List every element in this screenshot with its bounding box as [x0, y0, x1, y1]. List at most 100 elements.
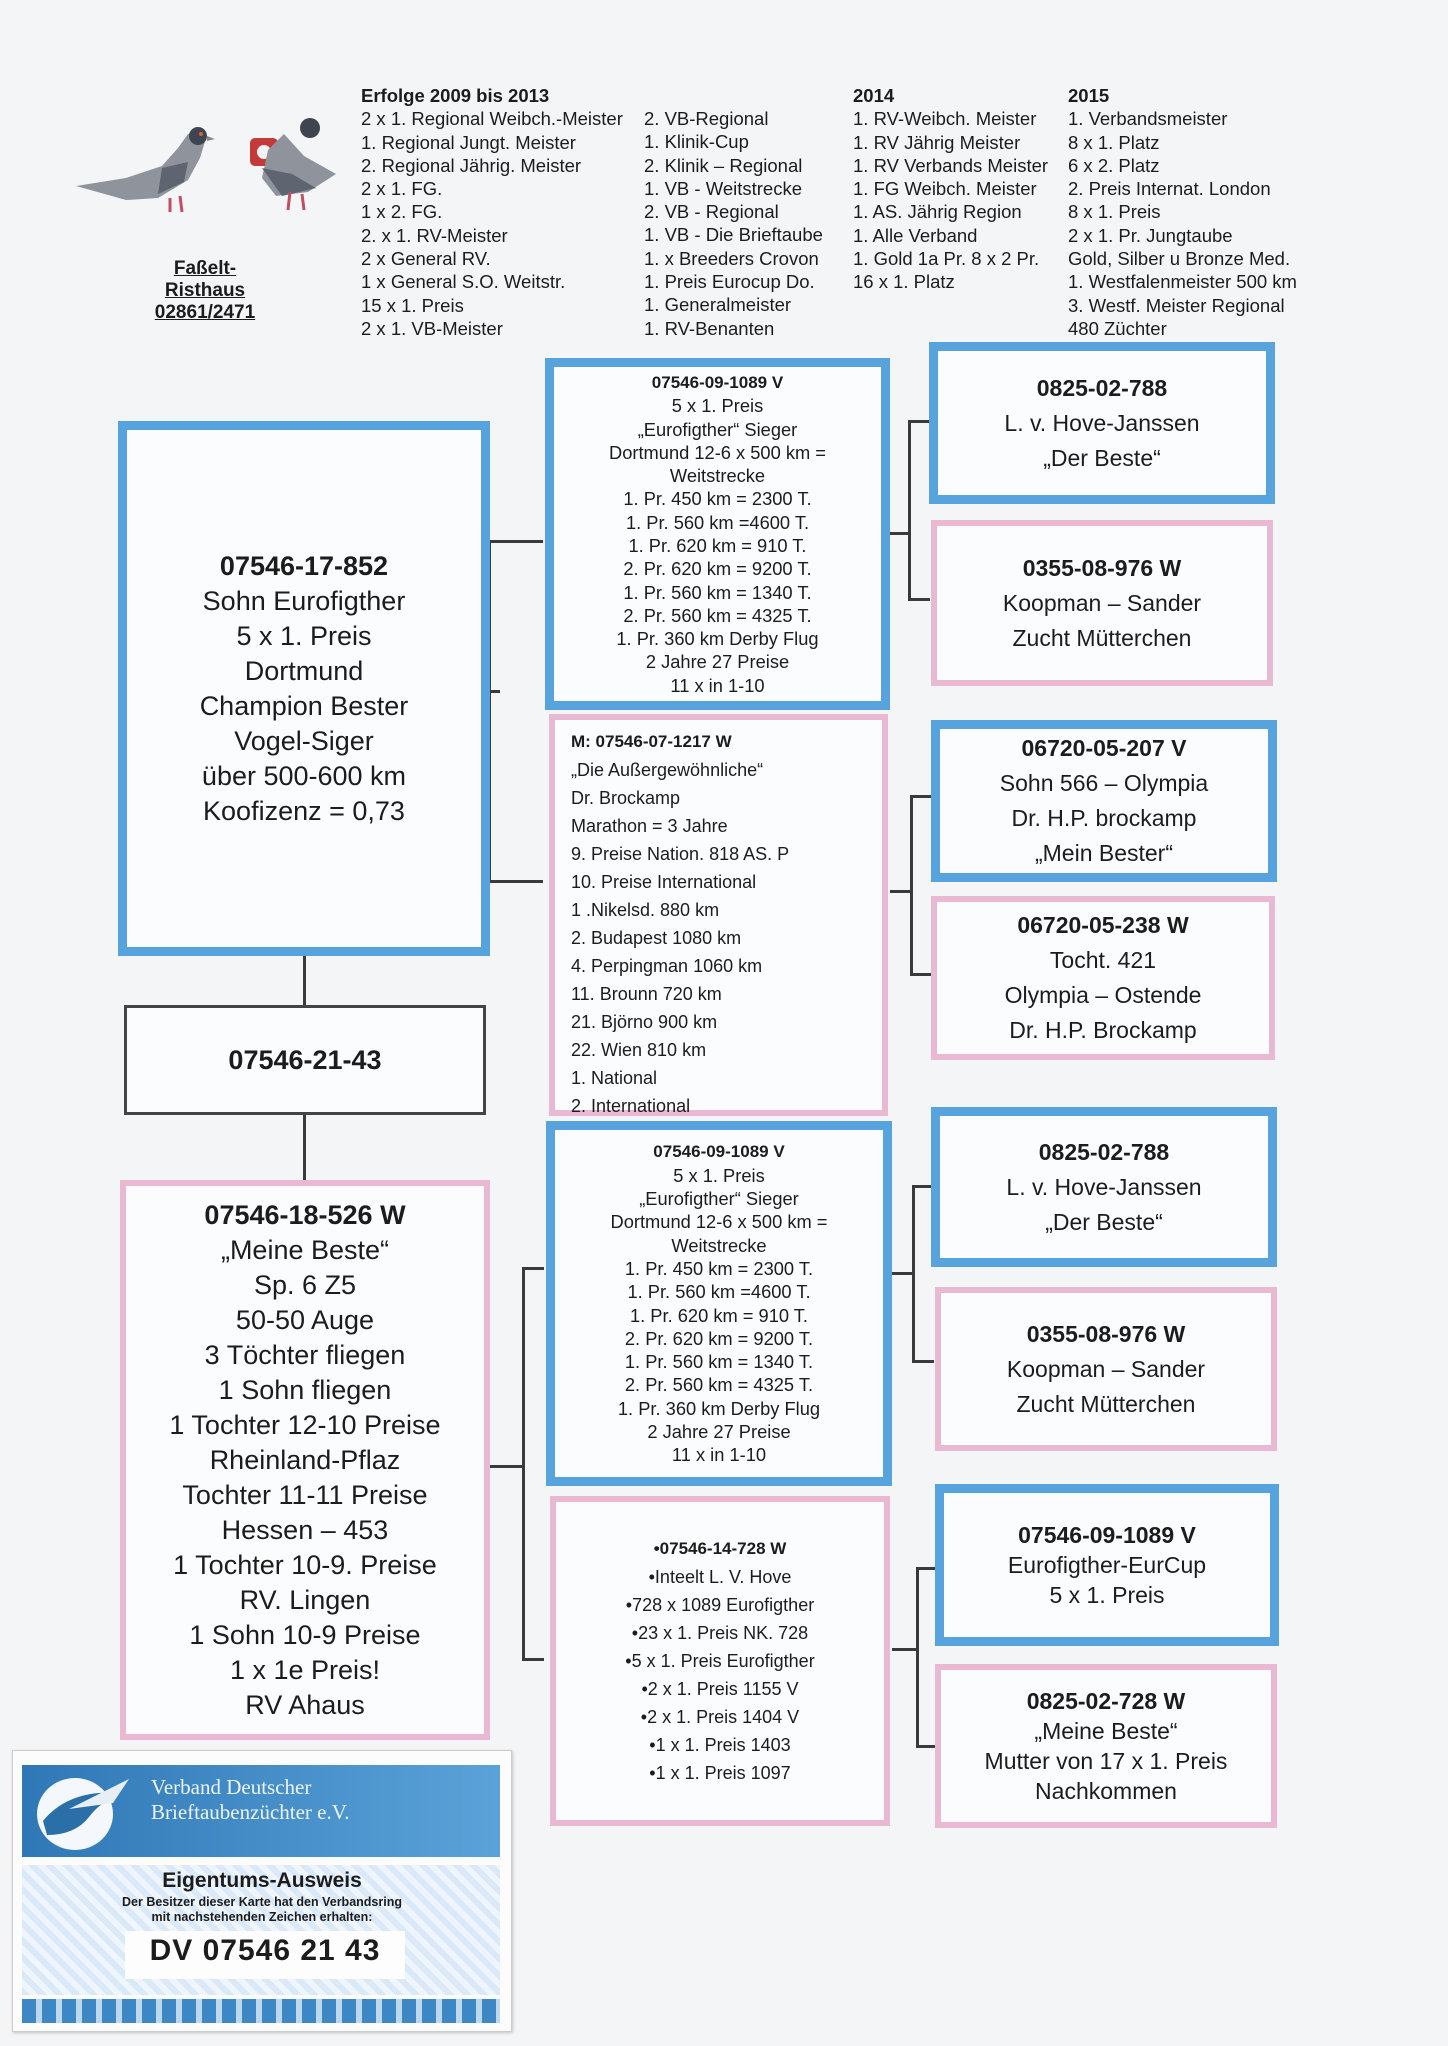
text-line: •5 x 1. Preis Eurofigther [625, 1651, 815, 1671]
text-line: 5 x 1. Preis [1049, 1582, 1165, 1608]
text-line: 1. RV-Benanten [644, 317, 775, 339]
text-line: 1 x 2. FG. [361, 201, 443, 223]
text-line: Zucht Mütterchen [1012, 624, 1192, 651]
great-grandparent-details-7: Eurofigther-EurCup 5 x 1. Preis [1008, 1550, 1206, 1610]
card-ring-field [125, 1931, 405, 1979]
pigeons-illustration [76, 118, 336, 213]
text-line: 1. Verbandsmeister [1068, 108, 1228, 130]
text-line: 2 x 1. VB-Meister [361, 317, 503, 339]
paternal-grandfather-ring: 07546-09-1089 V [651, 372, 784, 392]
text-line: Weitstrecke [669, 465, 766, 487]
great-grandparent-ring-6: 0355-08-976 W [1026, 1320, 1186, 1347]
text-line: 21. Björno 900 km [571, 1012, 718, 1032]
text-line: „Meine Beste“ [1034, 1718, 1178, 1744]
maternal-grandmother-details: •Inteelt L. V. Hove•728 x 1089 Eurofigth… [625, 1563, 814, 1787]
successes-2015-title: 2015 [1068, 85, 1110, 106]
subject-ring: 07546-21-43 [228, 1044, 382, 1075]
text-line: 1 Tochter 10-9. Preise [173, 1549, 437, 1580]
great-grandparent-box-1: 0825-02-788 L. v. Hove-Janssen„Der Beste… [929, 342, 1275, 504]
connector [908, 598, 930, 601]
text-line: 5 x 1. Preis [236, 620, 372, 651]
text-line: 1. Westfalenmeister 500 km [1068, 271, 1297, 293]
great-grandparent-ring-2: 0355-08-976 W [1022, 554, 1182, 581]
text-line: Sohn Eurofigther [202, 585, 406, 616]
text-line: 11 x in 1-10 [670, 674, 765, 696]
text-line: 8 x 1. Preis [1068, 201, 1161, 223]
connector [303, 952, 306, 1007]
text-line: RV Ahaus [245, 1689, 365, 1720]
text-line: 4. Perpingman 1060 km [571, 956, 763, 976]
pigeon-right-icon [262, 118, 336, 211]
connector [912, 1360, 934, 1363]
text-line: •Inteelt L. V. Hove [648, 1567, 792, 1587]
connector [522, 1267, 544, 1270]
text-line: 1. Pr. 560 km = 1340 T. [623, 581, 812, 603]
text-line: 480 Züchter [1068, 317, 1167, 339]
connector [916, 1567, 919, 1747]
card-text-line1: Der Besitzer dieser Karte hat den Verban… [122, 1895, 402, 1909]
text-line: Rheinland-Pflaz [209, 1444, 401, 1475]
connector [916, 1745, 938, 1748]
text-line: 6 x 2. Platz [1068, 154, 1160, 176]
text-line: 2. Pr. 560 km = 4325 T. [623, 604, 812, 626]
text-line: 1. National [571, 1068, 658, 1088]
text-line: Tocht. 421 [1049, 947, 1157, 973]
text-line: 22. Wien 810 km [571, 1040, 707, 1060]
connector [522, 1658, 544, 1661]
connector [890, 1272, 914, 1275]
connector [482, 1465, 524, 1468]
text-line: 11. Brounn 720 km [571, 984, 722, 1004]
connector [910, 795, 913, 975]
text-line: Tochter 11-11 Preise [182, 1479, 428, 1510]
text-line: Eurofigther-EurCup [1007, 1552, 1207, 1578]
text-line: 2 x 1. Pr. Jungtaube [1068, 224, 1233, 246]
successes-2014-title: 2014 [853, 85, 895, 106]
text-line: „Meine Beste“ [220, 1234, 390, 1265]
card-text-line2: mit nachstehenden Zeichen erhalten: [151, 1910, 373, 1924]
text-line: 2 Jahre 27 Preise [647, 1420, 791, 1442]
text-line: 1 Tochter 12-10 Preise [169, 1409, 441, 1440]
pigeon-logo-icon [37, 1778, 129, 1850]
text-line: 1. Pr. 360 km Derby Flug [617, 1397, 821, 1419]
text-line: Koopman – Sander [1006, 1355, 1206, 1382]
text-line: 1. Generalmeister [644, 294, 792, 316]
text-line: 2. Pr. 620 km = 9200 T. [623, 558, 812, 580]
text-line: „Mein Bester“ [1034, 840, 1174, 866]
great-grandparent-details-1: L. v. Hove-Janssen„Der Beste“ [1004, 406, 1199, 476]
text-line: 1. Pr. 450 km = 2300 T. [624, 1257, 814, 1279]
paternal-grandmother-box: M: 07546-07-1217 W „Die Außergewöhnliche… [549, 714, 888, 1116]
text-line: Dr. H.P. Brockamp [1009, 1017, 1197, 1043]
great-grandparent-details-5: L. v. Hove-Janssen„Der Beste“ [1006, 1170, 1201, 1240]
text-line: •1 x 1. Preis 1097 [649, 1763, 791, 1783]
connector [910, 973, 932, 976]
text-line: „Die Außergewöhnliche“ [571, 760, 764, 780]
text-line: L. v. Hove-Janssen [1006, 1173, 1202, 1200]
text-line: 50-50 Auge [235, 1304, 375, 1335]
connector [912, 1185, 934, 1188]
maternal-grandfather-box: 07546-09-1089 V 5 x 1. Preis„Eurofigther… [546, 1121, 892, 1486]
connector [908, 420, 930, 423]
great-grandparent-box-8: 0825-02-728 W „Meine Beste“Mutter von 17… [935, 1664, 1277, 1828]
text-line: Olympia – Ostende [1004, 982, 1202, 1008]
text-line: 11 x in 1-10 [671, 1444, 767, 1466]
text-line: 2 x 1. Regional Weibch.-Meister [361, 108, 623, 130]
text-line: 9. Preise Nation. 818 AS. P [571, 844, 790, 864]
text-line: 1. Pr. 620 km = 910 T. [629, 1304, 808, 1326]
text-line: 1. Regional Jungt. Meister [361, 131, 576, 153]
text-line: 1. FG Weibch. Meister [853, 178, 1037, 200]
text-line: •23 x 1. Preis NK. 728 [631, 1623, 809, 1643]
card-ring-number: DV 07546 21 43 [149, 1934, 381, 1967]
text-line: 2. International [571, 1096, 691, 1116]
connector [916, 1567, 938, 1570]
